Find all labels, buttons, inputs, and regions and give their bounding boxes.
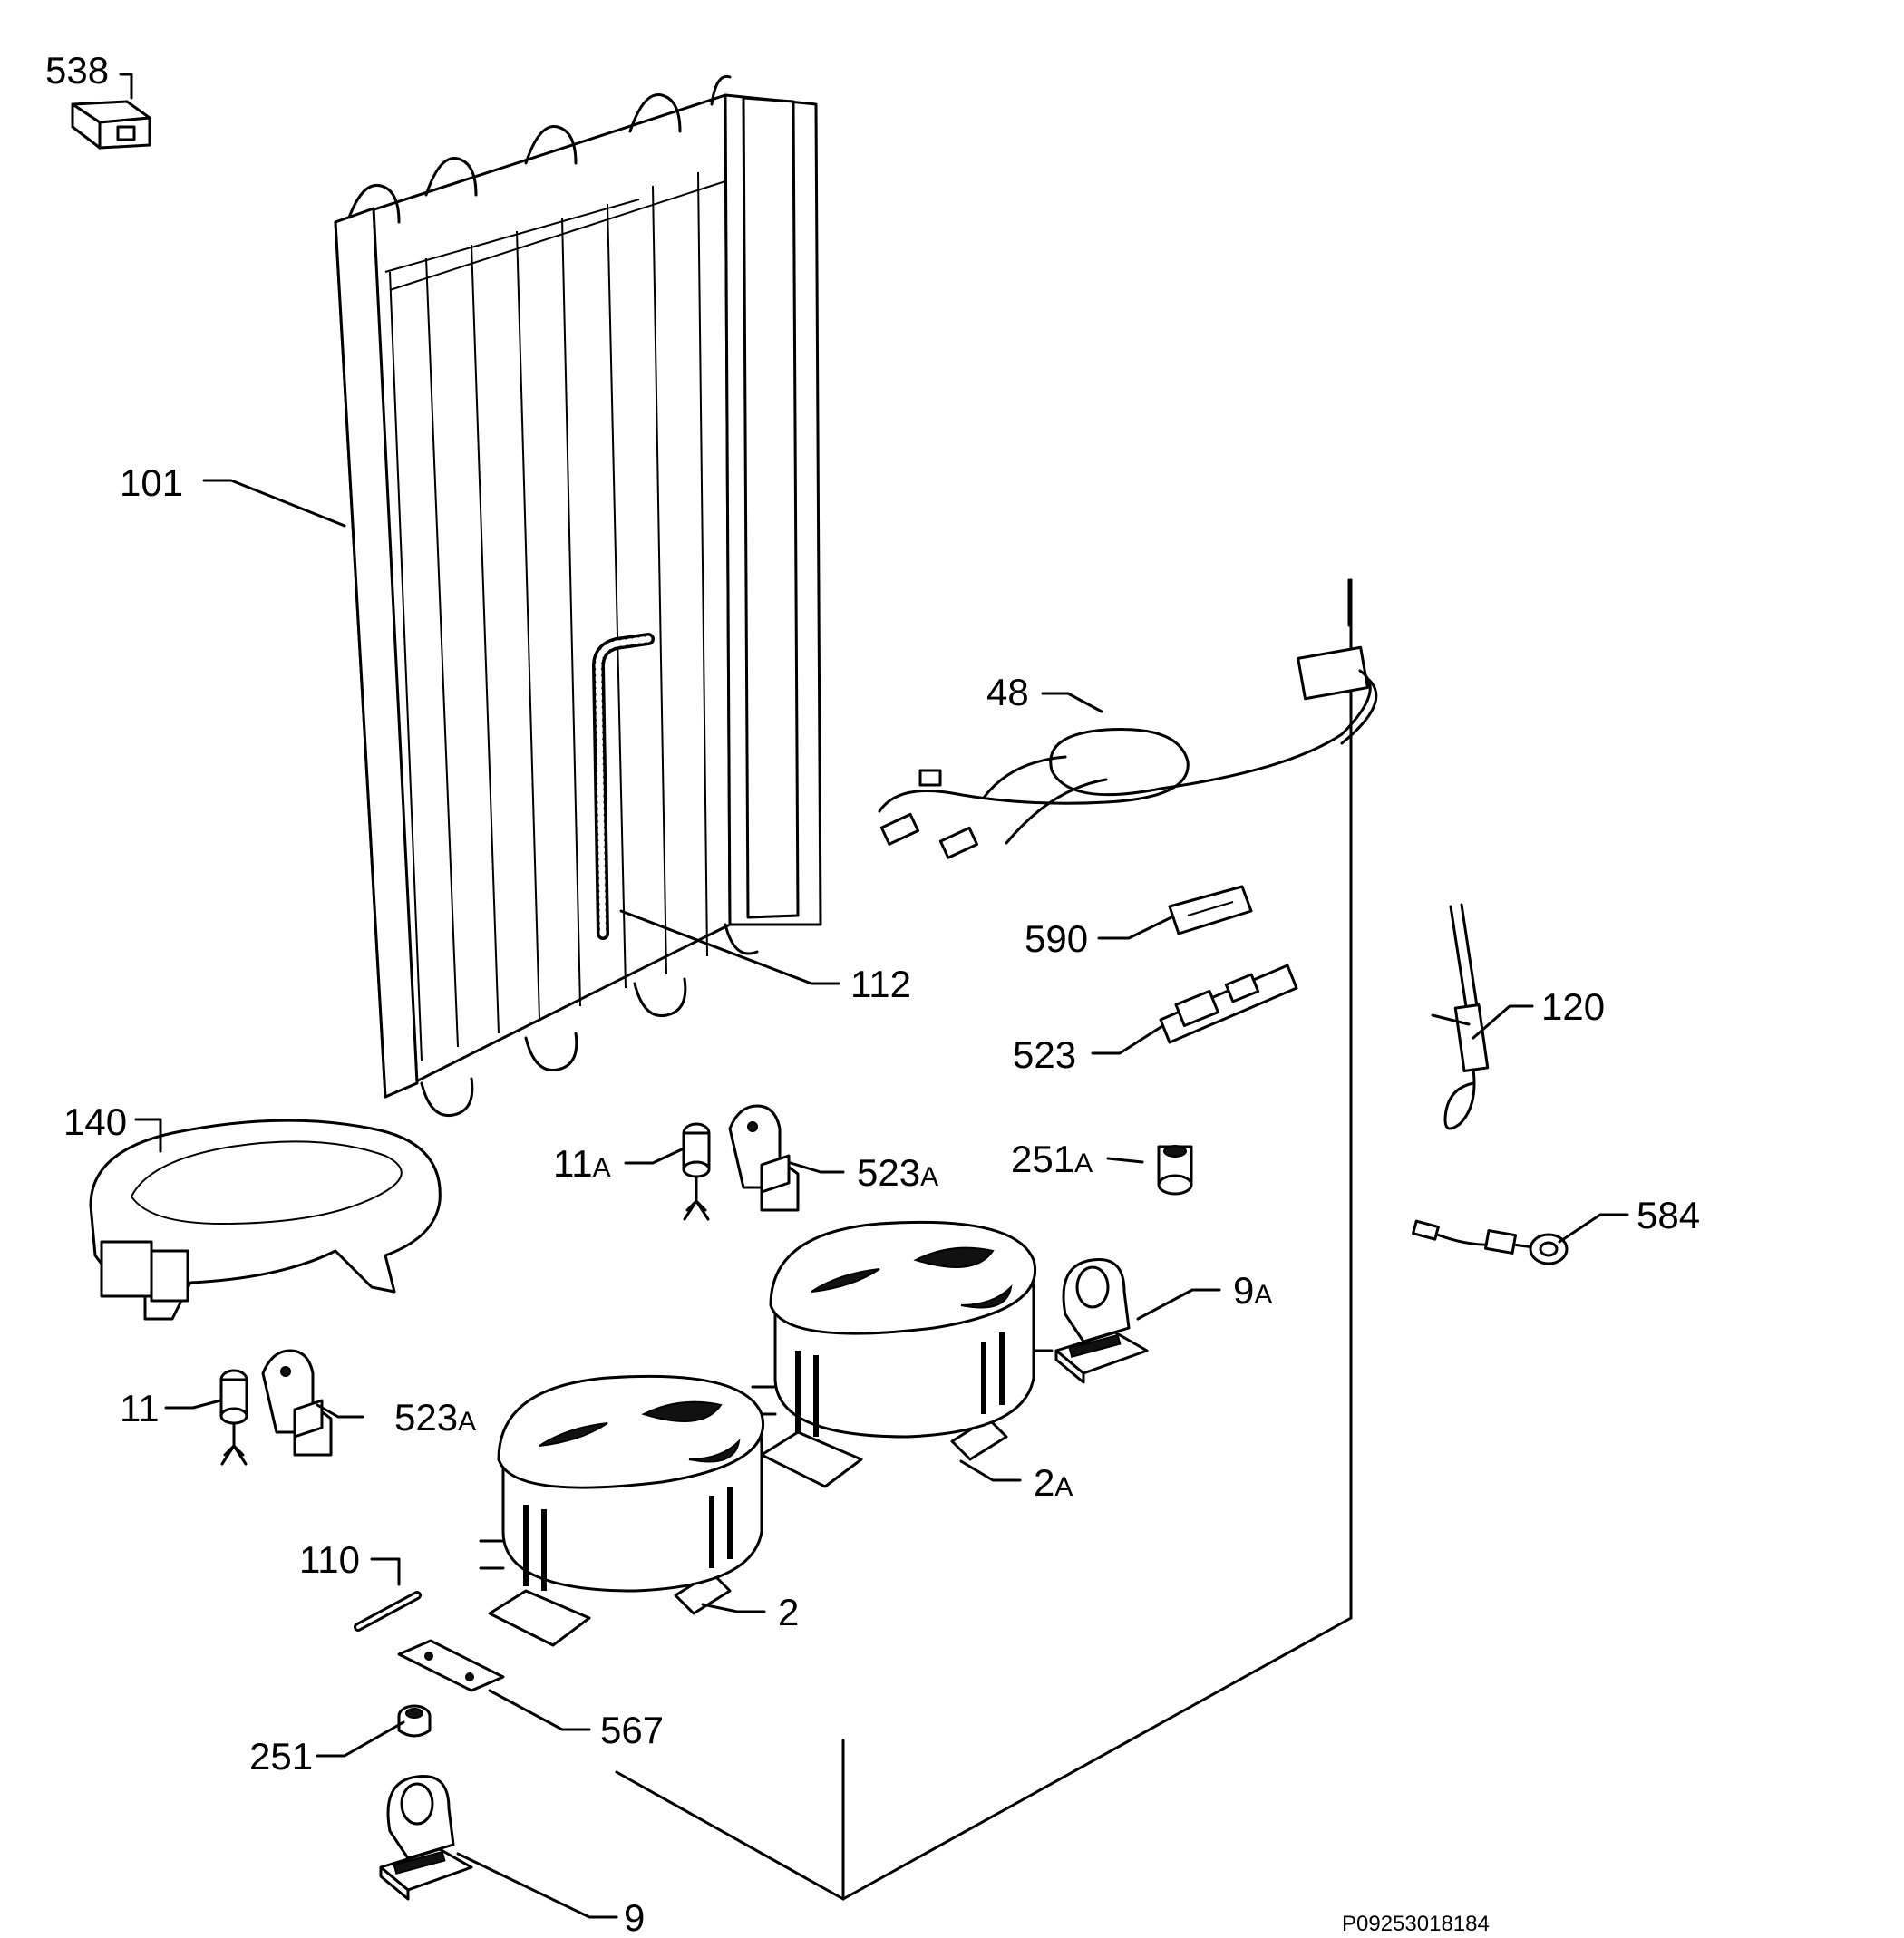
condenser-grid	[384, 171, 726, 1061]
mount-9	[379, 1774, 473, 1901]
callout-labels: 538 101 48 590 112 120 523 140 251A 11A …	[45, 49, 1700, 1938]
relay-11a	[682, 1122, 711, 1221]
compressor-2	[479, 1374, 764, 1647]
sensor-584	[1412, 1219, 1569, 1265]
grommet-251a	[1157, 1145, 1193, 1196]
leader-lines	[119, 73, 1629, 1919]
wiring-harness	[878, 645, 1378, 859]
callout-523a-top: 523A	[857, 1151, 938, 1194]
board-590	[1168, 885, 1253, 935]
condenser-panel	[334, 74, 822, 1118]
connector-538	[71, 100, 151, 150]
drawing-code: P09253018184	[1342, 1912, 1490, 1936]
callout-584: 584	[1637, 1194, 1700, 1236]
callout-112: 112	[850, 963, 911, 1005]
drip-tray	[89, 1119, 442, 1321]
callout-523a-bottom: 523A	[394, 1396, 476, 1439]
callout-567: 567	[600, 1709, 664, 1751]
callout-140: 140	[63, 1100, 127, 1143]
callout-2: 2	[778, 1591, 799, 1633]
callout-251: 251	[249, 1735, 313, 1778]
compressor-2a	[751, 1220, 1054, 1488]
pin-110	[354, 1591, 422, 1632]
callout-523: 523	[1013, 1033, 1076, 1076]
callout-2a: 2A	[1034, 1461, 1073, 1504]
mount-9a	[1054, 1257, 1149, 1384]
callout-120: 120	[1541, 985, 1605, 1028]
callout-11a: 11A	[553, 1142, 611, 1185]
bracket-523a-top	[728, 1104, 800, 1212]
callout-11: 11	[120, 1387, 160, 1429]
callout-9: 9	[624, 1896, 645, 1938]
bracket-523a-bottom	[261, 1349, 333, 1457]
callout-9a: 9A	[1233, 1269, 1272, 1312]
callout-101: 101	[120, 461, 183, 504]
plate-567	[397, 1639, 505, 1692]
callout-538: 538	[45, 49, 109, 92]
relay-11	[219, 1369, 248, 1466]
grommet-251	[397, 1704, 432, 1738]
module-523	[1159, 964, 1298, 1044]
callout-590: 590	[1025, 917, 1088, 960]
sensor-120	[1431, 903, 1490, 1130]
callout-48: 48	[986, 671, 1029, 713]
callout-110: 110	[299, 1538, 360, 1581]
callout-251a: 251A	[1011, 1138, 1093, 1180]
